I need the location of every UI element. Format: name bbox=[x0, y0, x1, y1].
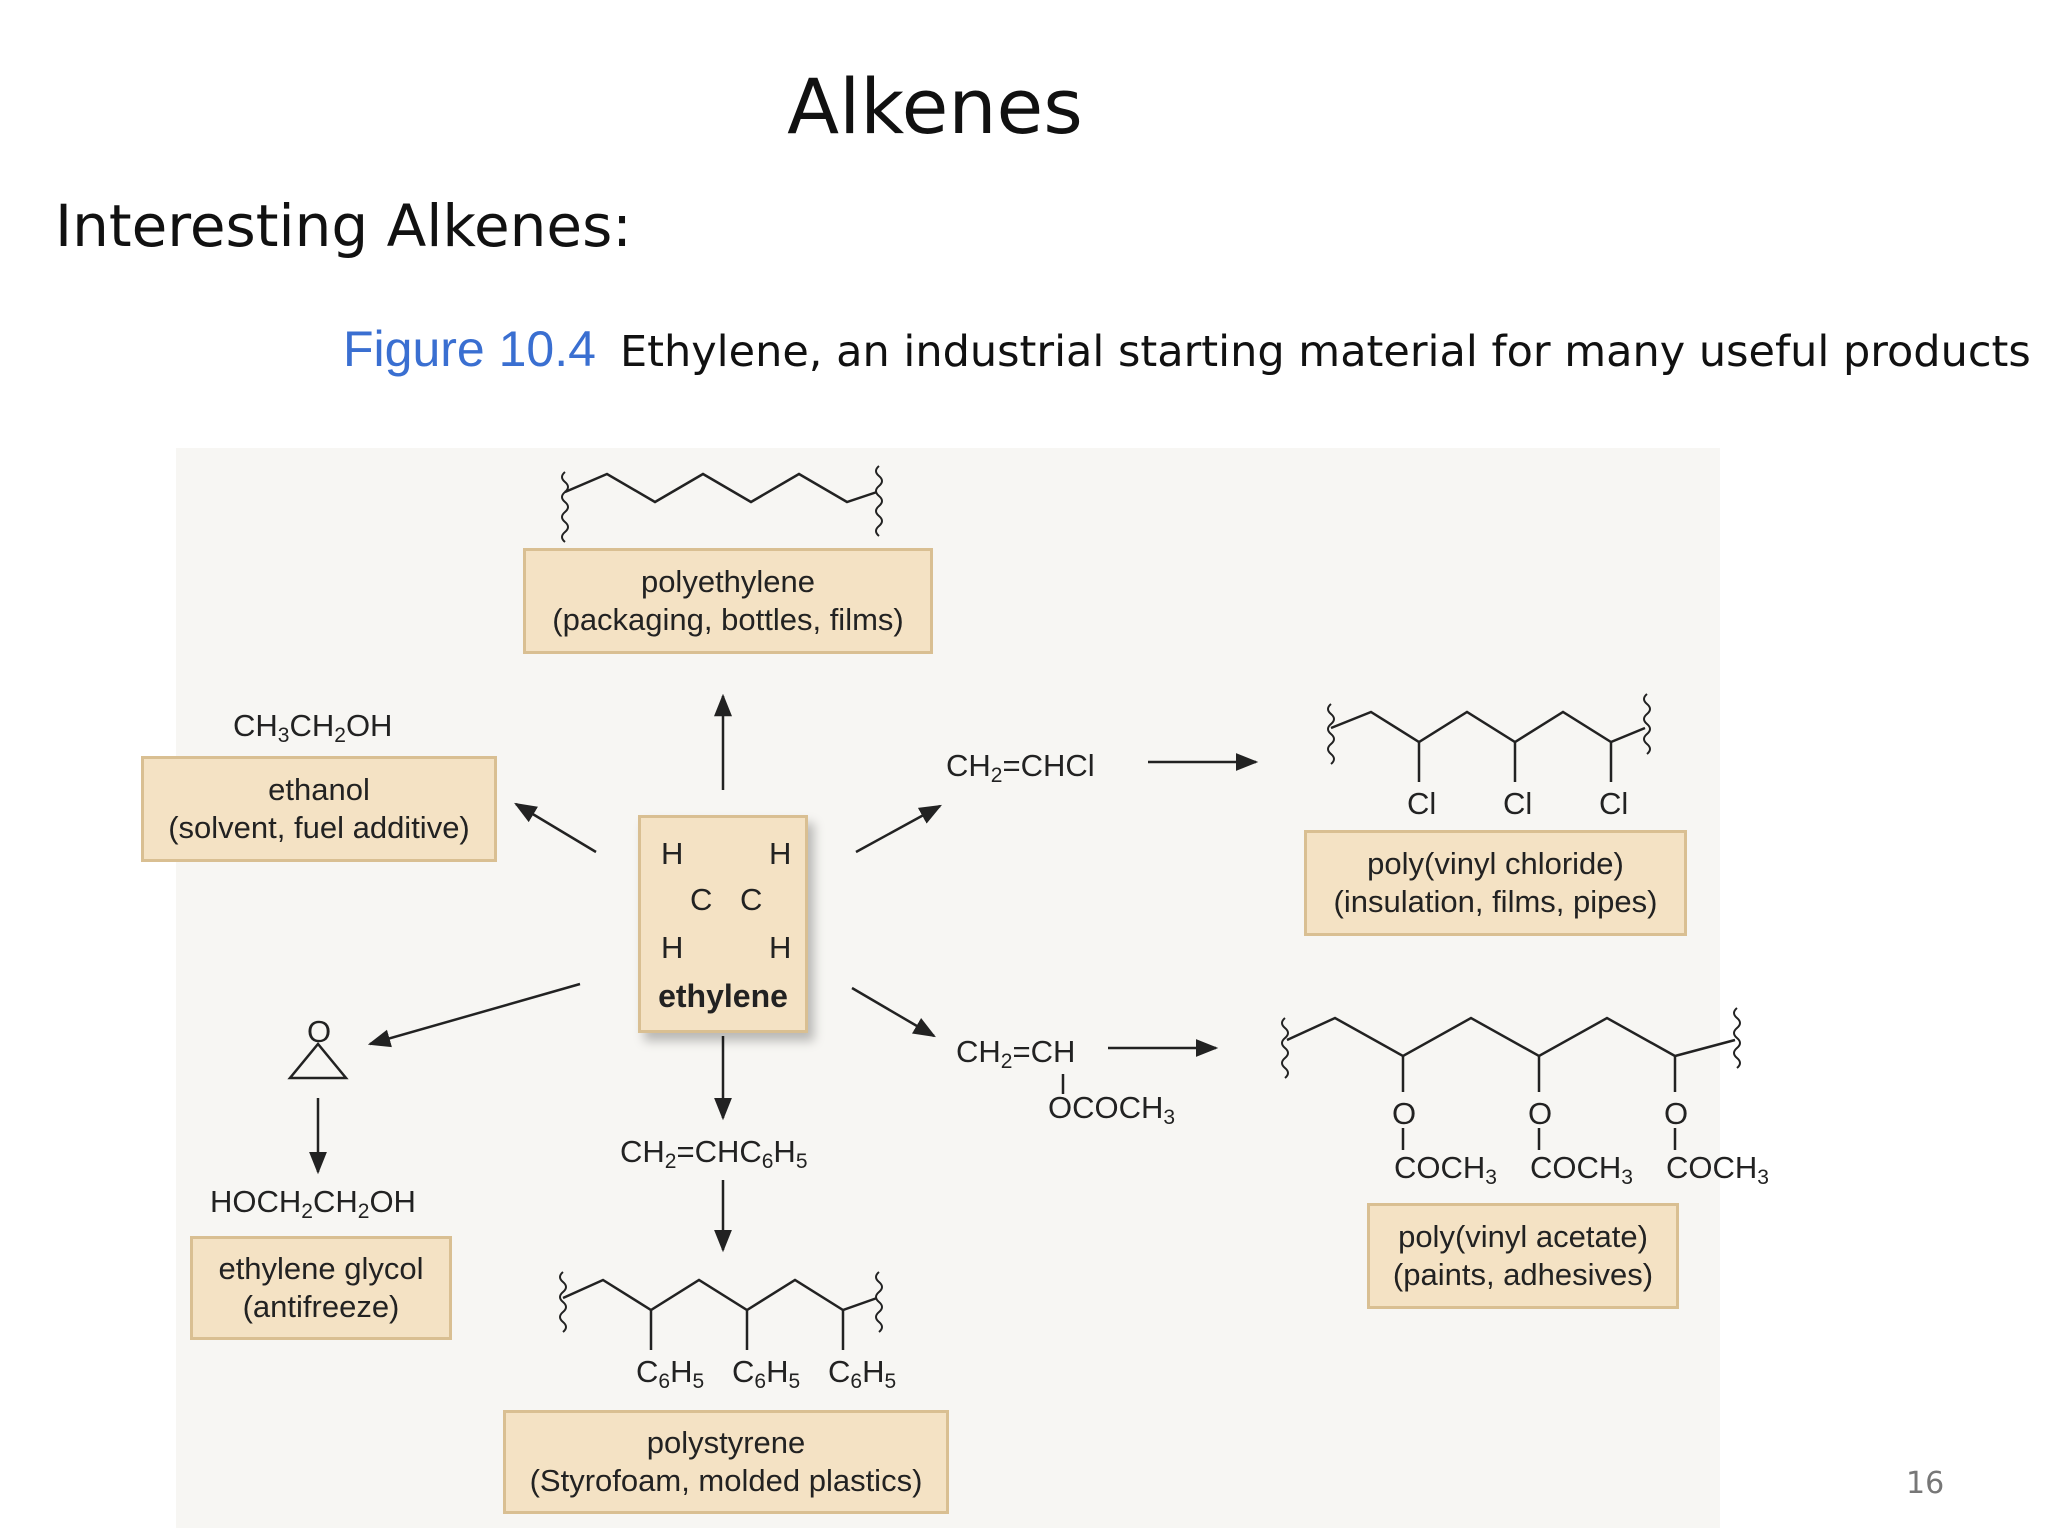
acetyl-group: COCH3 bbox=[1394, 1150, 1497, 1189]
hydrogen-atom: H bbox=[661, 836, 684, 871]
figure-caption-text: Ethylene, an industrial starting materia… bbox=[619, 327, 2031, 377]
styrene-formula: CH2=CHC6H5 bbox=[620, 1134, 808, 1173]
wavy-end bbox=[559, 1271, 567, 1333]
product-uses: (Styrofoam, molded plastics) bbox=[529, 1463, 923, 1498]
figure-caption: Figure 10.4 Ethylene, an industrial start… bbox=[343, 320, 2031, 378]
figure-label: Figure 10.4 bbox=[343, 321, 596, 377]
arrow-to-ethanol bbox=[514, 802, 597, 854]
pvc-box: poly(vinyl chloride) (insulation, films,… bbox=[1304, 830, 1687, 936]
product-uses: (antifreeze) bbox=[242, 1289, 400, 1324]
page-number: 16 bbox=[1906, 1466, 1945, 1501]
polyethylene-box: polyethylene (packaging, bottles, films) bbox=[523, 548, 933, 654]
chlorine-label: Cl bbox=[1407, 786, 1437, 821]
arrow-to-vinyl-chloride bbox=[855, 804, 942, 854]
hydrogen-atom: H bbox=[661, 930, 684, 965]
polyethylene-chain bbox=[564, 472, 878, 504]
epoxide-oxygen: O bbox=[307, 1014, 332, 1049]
polystyrene-chain bbox=[562, 1278, 878, 1312]
product-name: ethylene glycol bbox=[218, 1251, 424, 1286]
wavy-end bbox=[1733, 1007, 1741, 1069]
pvc-chain bbox=[1330, 710, 1646, 744]
chlorine-label: Cl bbox=[1503, 786, 1533, 821]
wavy-end bbox=[1327, 703, 1335, 765]
pva-box: poly(vinyl acetate) (paints, adhesives) bbox=[1367, 1203, 1679, 1309]
acetate-group: OCOCH3 bbox=[1048, 1090, 1176, 1129]
vinyl-acetate-formula: CH2=CH bbox=[956, 1034, 1076, 1073]
product-name: poly(vinyl chloride) bbox=[1367, 846, 1624, 881]
oxygen-label: O bbox=[1664, 1096, 1689, 1131]
product-uses: (paints, adhesives) bbox=[1392, 1257, 1654, 1292]
chlorine-label: Cl bbox=[1599, 786, 1629, 821]
product-uses: (solvent, fuel additive) bbox=[168, 810, 470, 845]
product-name: ethanol bbox=[268, 772, 370, 807]
ethanol-box: ethanol (solvent, fuel additive) bbox=[141, 756, 497, 862]
arrow-to-epoxide bbox=[367, 982, 581, 1048]
product-uses: (packaging, bottles, films) bbox=[552, 602, 904, 637]
oxygen-label: O bbox=[1392, 1096, 1417, 1131]
pva-chain bbox=[1286, 1016, 1736, 1058]
carbon-atom: C bbox=[690, 882, 713, 917]
ethanol-formula: CH3CH2OH bbox=[233, 708, 393, 747]
figure-panel bbox=[176, 448, 1720, 1528]
vinyl-chloride-formula: CH2=CHCl bbox=[946, 748, 1095, 787]
phenyl-group: C6H5 bbox=[828, 1354, 897, 1393]
ethylene-box: H H C C H H ethylene bbox=[638, 815, 808, 1033]
acetyl-group: COCH3 bbox=[1666, 1150, 1769, 1189]
slide-subtitle: Interesting Alkenes: bbox=[55, 192, 632, 260]
hydrogen-atom: H bbox=[769, 930, 792, 965]
acetyl-group: COCH3 bbox=[1530, 1150, 1633, 1189]
wavy-end bbox=[875, 465, 883, 537]
wavy-end bbox=[875, 1271, 883, 1333]
wavy-end bbox=[1281, 1017, 1289, 1079]
wavy-end bbox=[561, 471, 569, 543]
product-name: poly(vinyl acetate) bbox=[1398, 1219, 1648, 1254]
slide-title: Alkenes bbox=[787, 62, 1083, 151]
phenyl-group: C6H5 bbox=[636, 1354, 705, 1393]
hydrogen-atom: H bbox=[769, 836, 792, 871]
carbon-atom: C bbox=[740, 882, 763, 917]
phenyl-group: C6H5 bbox=[732, 1354, 801, 1393]
wavy-end bbox=[1643, 693, 1651, 755]
product-uses: (insulation, films, pipes) bbox=[1333, 884, 1658, 919]
product-name: polyethylene bbox=[640, 564, 816, 599]
arrow-to-vinyl-acetate bbox=[851, 986, 936, 1038]
ethylene-glycol-formula: HOCH2CH2OH bbox=[210, 1184, 416, 1223]
product-name: polystyrene bbox=[646, 1425, 806, 1460]
oxygen-label: O bbox=[1528, 1096, 1553, 1131]
polystyrene-box: polystyrene (Styrofoam, molded plastics) bbox=[503, 1410, 949, 1514]
ethylene-glycol-box: ethylene glycol (antifreeze) bbox=[190, 1236, 452, 1340]
ethylene-label: ethylene bbox=[658, 978, 788, 1014]
epoxide-ring bbox=[287, 1042, 349, 1080]
